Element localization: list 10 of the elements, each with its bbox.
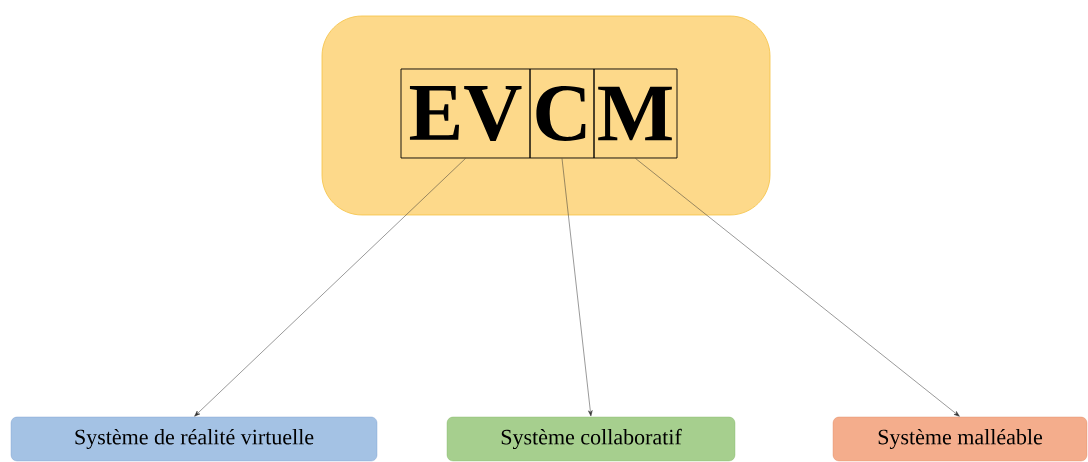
system-box: Système de réalité virtuelle [10,416,378,462]
title-panel [321,15,771,216]
letter-box: C [529,68,595,159]
letter-box: EV [400,68,531,159]
letter-box: M [593,68,678,159]
arrow [635,158,960,417]
arrow [194,158,466,417]
arrow [561,158,593,417]
system-box: Système malléable [832,416,1088,462]
system-box: Système collaboratif [446,416,736,462]
